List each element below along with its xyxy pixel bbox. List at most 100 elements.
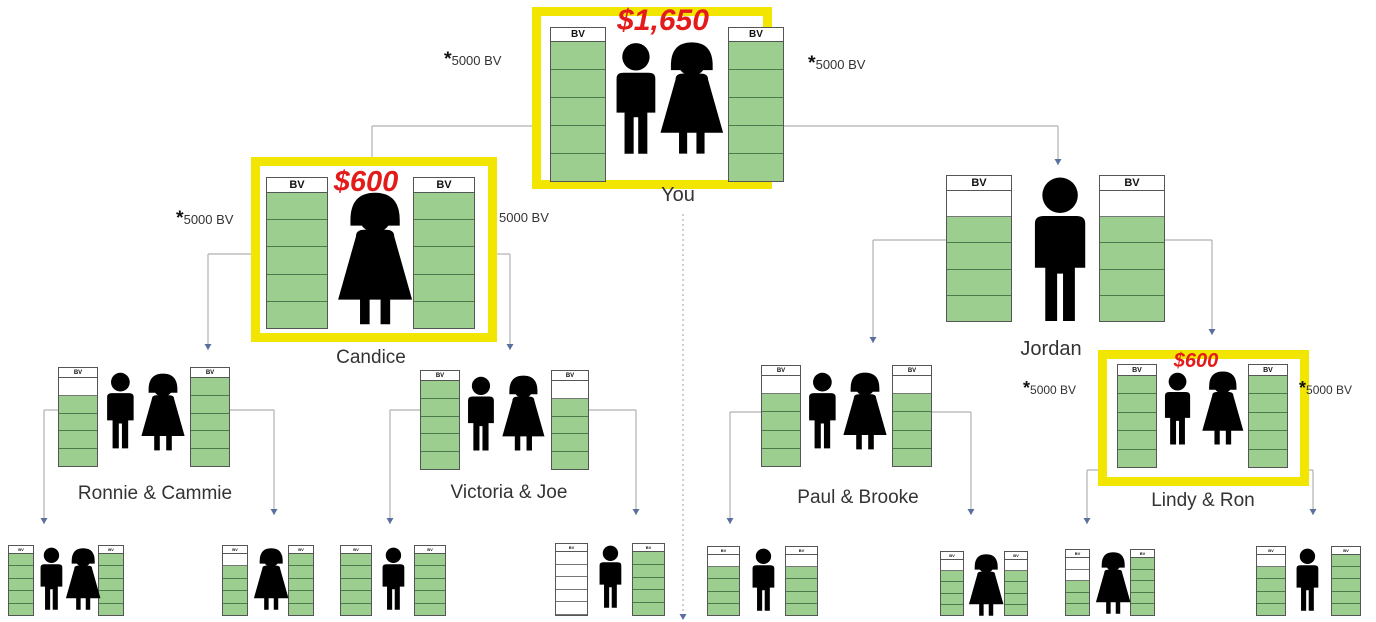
bv-header: BV	[1004, 551, 1028, 559]
arrow-head	[1083, 518, 1091, 524]
arrow-head	[1054, 159, 1062, 165]
bv-header: BV	[8, 545, 34, 553]
bv-cell	[341, 578, 371, 592]
bv-stack	[1130, 557, 1155, 616]
man-icon	[750, 548, 777, 617]
bv-cell	[1332, 567, 1360, 580]
bv-header: BV	[1099, 175, 1165, 190]
bv-header: BV	[707, 546, 740, 554]
mini-node-3-bv-left: BV	[340, 545, 372, 616]
bv-cell	[414, 247, 474, 275]
bv-cell	[551, 70, 605, 98]
man-icon	[104, 372, 137, 455]
arrow-head	[1309, 509, 1317, 515]
bv-cell	[1005, 582, 1027, 594]
bv-cell	[1118, 412, 1156, 432]
bv-cell	[415, 566, 445, 579]
asterisk: *	[1299, 378, 1307, 398]
bv-cell	[289, 554, 313, 567]
bv-cell	[1249, 376, 1287, 395]
bv-cell	[729, 126, 783, 154]
bv-cell	[421, 398, 459, 417]
mini-node-1-bv-right: BV	[98, 545, 124, 616]
bv-note-text: 5000 BV	[815, 57, 866, 72]
bv-header: BV	[761, 365, 801, 375]
bv-stack	[550, 41, 606, 182]
arrow-head	[386, 518, 394, 524]
bv-cell	[59, 413, 97, 432]
bv-cell	[9, 566, 33, 579]
bv-cell	[633, 564, 664, 578]
arrow-head	[40, 518, 48, 524]
mini-node-7-bv-right: BV	[1130, 549, 1155, 616]
woman-icon	[657, 40, 727, 161]
mini-node-6-bv-left: BV	[940, 551, 964, 616]
mini-node-6-bv-right: BV	[1004, 551, 1028, 616]
bv-cell	[415, 603, 445, 616]
lindy-right-bv-note: *5000 BV	[1299, 378, 1352, 399]
bv-cell	[191, 413, 229, 432]
bv-cell	[762, 376, 800, 395]
bv-stack	[940, 559, 964, 616]
mini-node-5-bv-left: BV	[707, 546, 740, 616]
bv-cell	[762, 448, 800, 467]
mini-node-2-bv-left: BV	[222, 545, 248, 616]
bv-stack	[892, 375, 932, 467]
paul-bv-left: BV	[761, 365, 801, 467]
woman-icon	[841, 371, 889, 456]
bv-cell	[223, 554, 247, 567]
bv-cell	[1100, 269, 1164, 296]
man-icon	[597, 545, 624, 614]
bv-header: BV	[550, 27, 606, 41]
bv-cell	[786, 603, 817, 616]
ronnie-name: Ronnie & Cammie	[77, 483, 233, 504]
lindy-earning: $600	[1173, 350, 1219, 372]
bv-cell	[421, 416, 459, 435]
bv-cell	[893, 448, 931, 467]
bv-cell	[551, 154, 605, 181]
bv-header: BV	[414, 545, 446, 553]
candice-left-bv-note: *5000 BV	[176, 207, 233, 230]
lindy-bv-left: BV	[1117, 364, 1157, 468]
bv-cell	[99, 591, 123, 604]
bv-cell	[1118, 376, 1156, 395]
bv-cell	[633, 603, 664, 615]
bv-cell	[59, 431, 97, 450]
bv-cell	[191, 449, 229, 466]
bv-cell	[267, 247, 327, 275]
bv-cell	[99, 554, 123, 567]
bv-cell	[421, 452, 459, 469]
bv-cell	[1118, 449, 1156, 468]
bv-cell	[556, 552, 587, 565]
bv-cell	[551, 126, 605, 154]
bv-cell	[267, 220, 327, 248]
bv-cell	[1005, 560, 1027, 572]
mini-node-7-bv-left: BV	[1065, 549, 1090, 616]
bv-stack	[98, 553, 124, 616]
bv-cell	[415, 554, 445, 567]
ronnie-bv-left: BV	[58, 367, 98, 467]
arrow-head	[632, 509, 640, 515]
bv-cell	[708, 567, 739, 580]
bv-cell	[1257, 579, 1285, 592]
jordan-bv-right: BV	[1099, 175, 1165, 322]
ronnie-bv-right: BV	[190, 367, 230, 467]
bv-stack	[420, 380, 460, 470]
bv-cell	[9, 554, 33, 567]
bv-stack	[632, 551, 665, 616]
bv-stack	[288, 553, 314, 616]
candice-bv-right: BV	[413, 177, 475, 329]
bv-cell	[941, 593, 963, 605]
bv-cell	[633, 552, 664, 565]
bv-cell	[414, 193, 474, 221]
bv-stack	[413, 192, 475, 329]
man-icon	[1029, 176, 1091, 329]
bv-cell	[708, 555, 739, 568]
bv-cell	[786, 591, 817, 604]
bv-cell	[1100, 217, 1164, 244]
bv-cell	[893, 412, 931, 431]
bv-cell	[893, 430, 931, 449]
bv-header: BV	[1256, 546, 1286, 554]
you-bv-left: BV	[550, 27, 606, 182]
